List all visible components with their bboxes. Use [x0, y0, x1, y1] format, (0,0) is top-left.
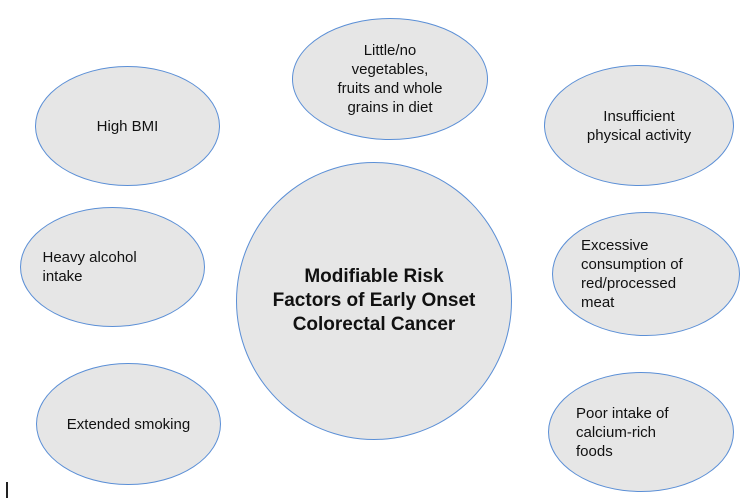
factor-high-bmi-label: High BMI: [96, 117, 159, 135]
factor-calcium: Poor intake of calcium-rich foods: [548, 372, 734, 492]
factor-physical-activity: Insufficient physical activity: [544, 65, 734, 186]
factor-red-meat: Excessive consumption of red/processed m…: [552, 212, 740, 336]
factor-smoking-label: Extended smoking: [66, 415, 191, 433]
factor-alcohol-label: Heavy alcohol intake: [42, 249, 137, 285]
factor-alcohol: Heavy alcohol intake: [20, 207, 205, 327]
factor-smoking: Extended smoking: [36, 363, 221, 485]
factor-diet: Little/no vegetables, fruits and whole g…: [292, 18, 488, 140]
factor-red-meat-label: Excessive consumption of red/processed m…: [581, 237, 683, 311]
central-topic: Modifiable Risk Factors of Early Onset C…: [236, 162, 512, 440]
factor-calcium-label: Poor intake of calcium-rich foods: [576, 404, 669, 460]
factor-diet-label: Little/no vegetables, fruits and whole g…: [337, 42, 443, 116]
text-cursor: [6, 482, 8, 498]
factor-high-bmi: High BMI: [35, 66, 220, 186]
factor-physical-activity-label: Insufficient physical activity: [586, 107, 692, 144]
central-topic-label: Modifiable Risk Factors of Early Onset C…: [272, 266, 476, 335]
